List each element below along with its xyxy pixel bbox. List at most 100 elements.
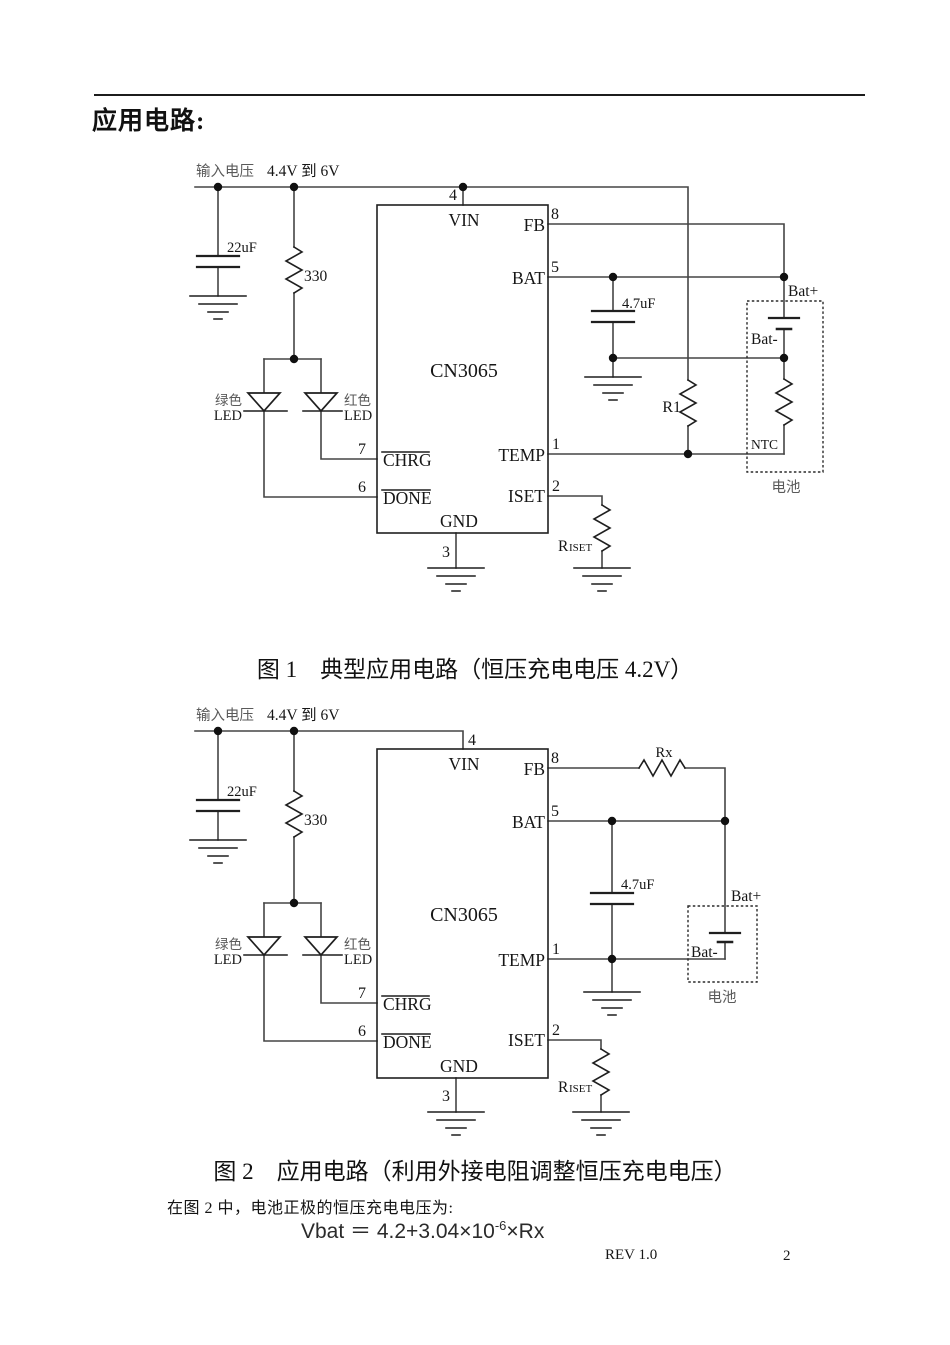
fig1-pin7-number: 7: [358, 441, 366, 458]
fig2-active-low-overlines: [381, 995, 431, 1035]
junction-dot: [289, 726, 299, 736]
formula-post: ×Rx: [506, 1220, 545, 1243]
fig2-pin-chrg: CHRG: [383, 994, 432, 1014]
fig2-pin-gnd: GND: [440, 1056, 478, 1076]
fig2-red-led-label: LED: [344, 952, 372, 968]
fig2-pin-done: DONE: [383, 1032, 432, 1052]
junction-dot: [213, 726, 223, 736]
battery-dashed-box: [746, 300, 824, 473]
fig1-chip-body: [376, 204, 549, 534]
fig1-pin6-number: 6: [358, 479, 366, 496]
fig1-res-led-label: 330: [304, 268, 328, 285]
fig1-pin5-number: 5: [551, 259, 559, 276]
charge-voltage-formula: Vbat ＝ 4.2+3.04×10-6×Rx: [301, 1215, 544, 1245]
fig1-red-cn-label: 红色: [344, 392, 371, 408]
figure2-schematic: 输入电压 4.4V 到 6V 22uF 330 绿色 LED 红色 LED CN…: [189, 706, 761, 1136]
led-triangle: [246, 392, 282, 413]
wire-input-rail: [194, 186, 689, 381]
resistor-330: [284, 789, 304, 839]
wire-green-led-done: [263, 358, 378, 498]
fig2-pin3-number: 3: [442, 1088, 450, 1105]
fig2-pin8-number: 8: [551, 750, 559, 767]
note-text: 在图 2 中，电池正极的恒压充电电压为:: [167, 1200, 454, 1217]
fig1-input-label: 输入电压: [196, 163, 254, 180]
resistor-riset: [591, 1047, 611, 1097]
fig2-riset-label: R: [558, 1079, 569, 1096]
junction-dot: [683, 449, 693, 459]
fig2-junctions: [213, 726, 730, 964]
fig1-pin-temp: TEMP: [498, 445, 545, 465]
fig2-battery-label: 电池: [708, 989, 737, 1006]
ground-symbol: [583, 991, 641, 1016]
fig2-cap-in-label: 22uF: [227, 784, 257, 800]
top-rule: [94, 94, 865, 96]
fig1-pin-fb: FB: [524, 215, 545, 235]
fig1-pin-chrg: CHRG: [383, 450, 432, 470]
fig1-cap-bat-label: 4.7uF: [622, 296, 655, 312]
fig1-pin4-number: 4: [449, 187, 457, 204]
formula-exponent: -6: [494, 1218, 507, 1233]
capacitor-plates: [590, 309, 636, 324]
ground-symbol: [572, 1111, 630, 1136]
fig1-pin-iset: ISET: [508, 486, 545, 506]
fig1-red-led-label: LED: [344, 408, 372, 424]
fig1-active-low-overlines: [381, 451, 431, 491]
fig2-pin5-number: 5: [551, 803, 559, 820]
fig1-r1-label: R1: [662, 399, 681, 416]
junction-dot: [608, 353, 618, 363]
fig1-pin8-number: 8: [551, 206, 559, 223]
fig2-input-capacitor: [189, 798, 247, 864]
fig1-junctions: [213, 182, 789, 459]
led-triangle: [303, 392, 339, 413]
fig1-cap-in-label: 22uF: [227, 240, 257, 256]
junction-dot: [608, 272, 618, 282]
fig1-green-led-label: LED: [214, 408, 242, 424]
resistor-330: [284, 245, 304, 295]
fig2-cap-bat-label: 4.7uF: [621, 877, 654, 893]
junction-dot: [720, 816, 730, 826]
fig1-riset-sub-label: ISET: [569, 542, 593, 554]
fig1-bat-plus-label: Bat+: [788, 283, 818, 300]
fig2-pin1-number: 1: [552, 941, 560, 958]
fig2-green-led-label: LED: [214, 952, 242, 968]
fig2-bat-capacitor: [583, 891, 641, 1016]
fig2-red-led: [302, 936, 343, 957]
fig1-chip-name: CN3065: [430, 360, 498, 382]
fig2-pin6-number: 6: [358, 1023, 366, 1040]
resistor-r1: [678, 378, 698, 428]
wire-red-led-chrg: [320, 358, 378, 460]
fig2-input-label: 输入电压: [196, 707, 254, 724]
fig2-green-cn-label: 绿色: [215, 936, 242, 952]
fig1-red-led: [302, 392, 343, 413]
figure1-caption: 图 1 典型应用电路（恒压充电电压 4.2V）: [256, 657, 694, 682]
fig2-green-led: [243, 936, 288, 957]
fig2-red-cn-label: 红色: [344, 936, 371, 952]
led-triangle: [303, 936, 339, 957]
fig1-bat-minus-label: Bat-: [751, 331, 778, 348]
fig1-battery-label: 电池: [772, 479, 801, 496]
battery-dashed-box: [687, 905, 758, 983]
capacitor-plates: [195, 254, 241, 269]
fig1-green-led: [243, 392, 288, 413]
ground-symbol: [189, 839, 247, 864]
junction-dot: [607, 954, 617, 964]
fig1-pin3-number: 3: [442, 544, 450, 561]
ground-symbol: [189, 295, 247, 320]
wire-input-rail: [194, 730, 464, 750]
wire-green-led-done: [263, 902, 378, 1042]
wire-red-led-chrg: [320, 902, 378, 1004]
junction-dot: [213, 182, 223, 192]
junction-dot: [289, 182, 299, 192]
fig2-pin4-number: 4: [468, 732, 476, 749]
fig1-pin-done: DONE: [383, 488, 432, 508]
fig1-battery: [746, 300, 824, 473]
fig1-pin-gnd: GND: [440, 511, 478, 531]
junction-dot: [458, 182, 468, 192]
junction-dot: [779, 353, 789, 363]
fig2-bat-plus-label: Bat+: [731, 888, 761, 905]
fig2-chip-name: CN3065: [430, 904, 498, 926]
fig2-pin2-number: 2: [552, 1022, 560, 1039]
fig2-pin-iset: ISET: [508, 1030, 545, 1050]
fig2-res-led-label: 330: [304, 812, 328, 829]
